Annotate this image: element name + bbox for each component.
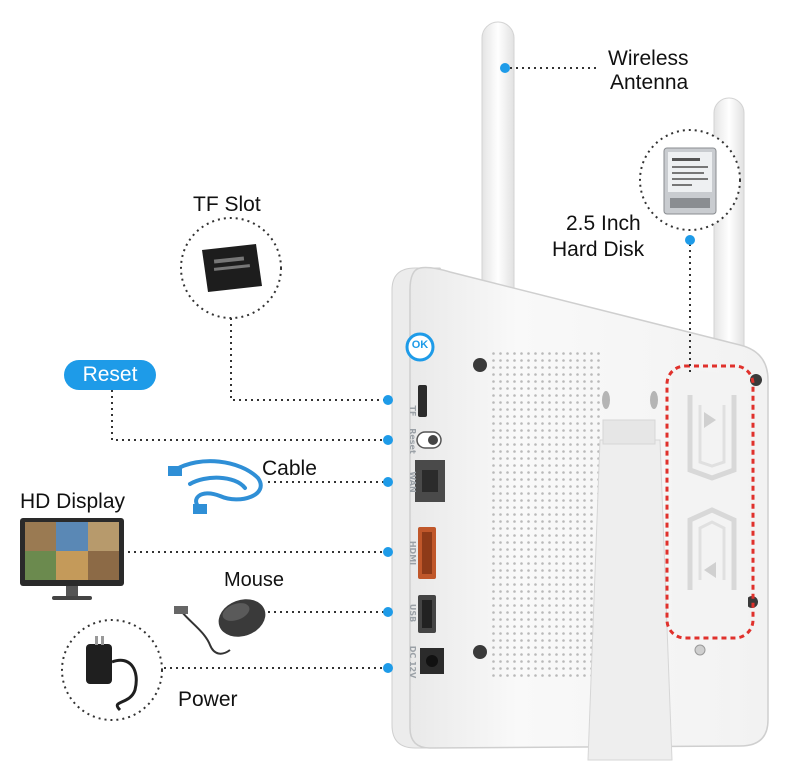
port-label-reset: Reset: [408, 428, 417, 454]
cable-image: [168, 459, 263, 514]
reset-label: Reset: [64, 360, 156, 390]
mouse-image: [174, 599, 266, 655]
port-tf-slot: [418, 385, 427, 417]
port-hdmi: [418, 527, 436, 579]
tf-slot-label: TF Slot: [193, 193, 261, 216]
hard-disk-bubble: [639, 129, 741, 231]
port-label-dc: DC 12V: [408, 646, 417, 679]
wireless-antenna-label-line2: Antenna: [610, 71, 689, 94]
port-label-wan: WAN: [408, 471, 417, 492]
power-adapter-bubble: [61, 619, 163, 721]
ok-button-label: OK: [411, 339, 429, 351]
port-usb: [418, 595, 436, 633]
port-label-hdmi: HDMI: [408, 541, 417, 565]
connector-lines: [111, 67, 691, 669]
tf-card-bubble: [180, 217, 282, 319]
wireless-antenna-label-line1: Wireless: [608, 47, 689, 70]
port-label-tf: TF: [408, 406, 417, 417]
hd-display-image: [20, 518, 124, 600]
hard-disk-label-line2: Hard Disk: [552, 238, 645, 261]
port-dc-power: [420, 648, 444, 674]
hd-display-label: HD Display: [20, 490, 126, 513]
power-label: Power: [178, 688, 238, 711]
hard-disk-label-line1: 2.5 Inch: [566, 212, 641, 235]
ok-button: [405, 332, 435, 362]
cable-label: Cable: [262, 457, 317, 480]
hard-disk-bay: [665, 364, 755, 640]
port-label-usb: USB: [408, 604, 417, 622]
port-reset: [416, 431, 442, 449]
connector-dots: [383, 63, 695, 673]
tf-slot-connector: [230, 318, 388, 401]
reset-connector: [111, 390, 388, 441]
port-wan: [415, 460, 445, 502]
mouse-label: Mouse: [224, 569, 285, 591]
port-labels: TF Reset WAN HDMI USB DC 12V: [408, 406, 417, 680]
